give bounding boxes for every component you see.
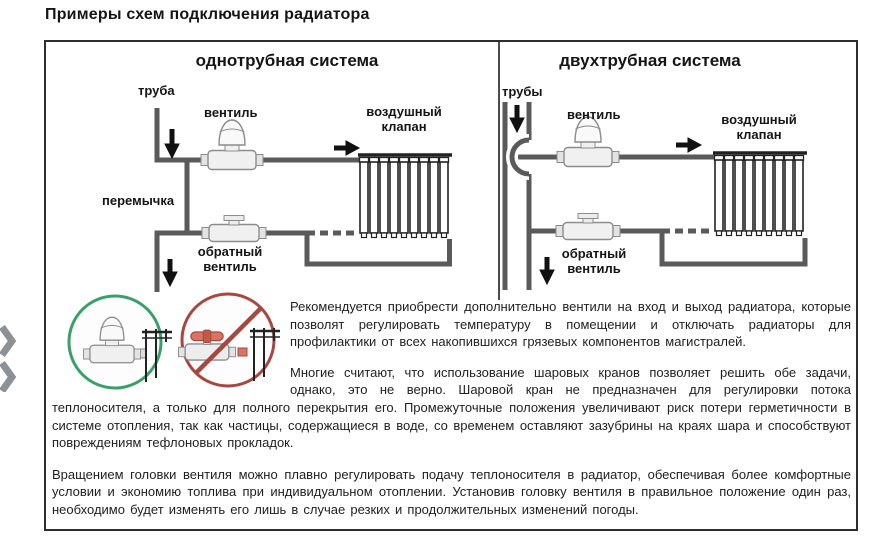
right-arrow-icon [345,140,361,156]
valve-icon [556,116,620,168]
explanatory-text: Рекомендуется приобрести дополнительно в… [52,298,851,532]
flow-arrows [509,105,703,286]
chevron-right-icon[interactable] [0,324,16,358]
valve-recommendation-icons [67,292,282,390]
one-pipe-diagram [154,108,454,292]
diagram-frame: однотрубная система двухтрубная система … [44,40,858,531]
return-valve-icon [201,214,267,243]
down-arrow-icon [539,269,555,286]
down-arrow-icon [509,117,525,134]
label-pipe: труба [138,83,175,98]
label-pipes: трубы [502,84,543,99]
paragraph-valve-head: Вращением головки вентиля можно плавно р… [52,466,851,517]
icons-spacer [52,298,290,398]
right-arrow-icon [687,137,703,153]
two-pipe-system-title: двухтрубная система [559,51,741,70]
radiator-icon [711,151,809,238]
radiator-icon [356,153,454,240]
label-valve: вентиль [204,105,258,120]
down-arrow-icon [162,271,178,288]
pipe-hop [509,137,530,177]
radiator-bottom-loop [304,233,452,267]
prohibition-slash-icon [194,306,263,375]
valve-icon [200,119,264,171]
chevron-right-icon[interactable] [0,360,16,392]
supply-pipe [154,108,360,163]
return-valve-icon [555,212,621,241]
label-bypass: перемычка [102,193,175,208]
two-pipe-diagram [502,102,809,290]
panel-divider [498,42,500,300]
prohibited-circle-icon [177,292,282,388]
paragraph-ball-valves: Многие считают, что использование шаровы… [52,364,851,451]
paragraph-recommendation: Рекомендуется приобрести дополнительно в… [290,299,851,350]
radiator-bottom-loop [659,231,808,267]
down-arrow-icon [164,143,180,160]
carousel-next-chevrons[interactable] [0,322,16,392]
label-valve: вентиль [567,107,621,122]
page-title: Примеры схем подключения радиатора [45,6,370,23]
one-pipe-system-title: однотрубная система [195,51,379,70]
flow-arrows [162,129,361,288]
allowed-circle-icon [67,294,174,390]
